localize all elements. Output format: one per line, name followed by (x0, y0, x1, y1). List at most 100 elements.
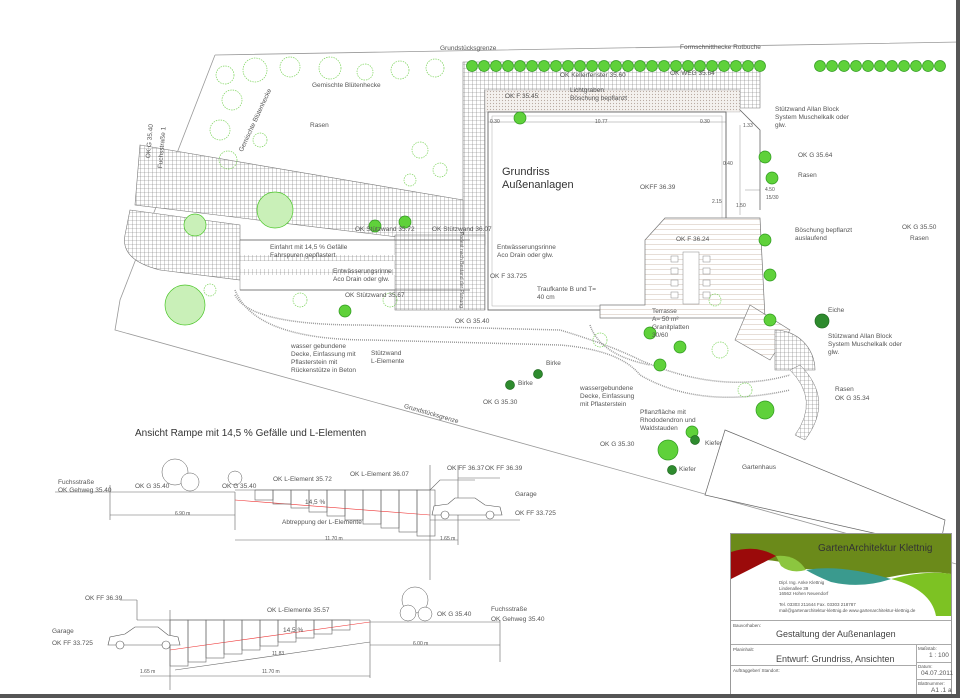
s1-slope: 14,5 % (305, 499, 326, 506)
label-garden-house: Gartenhaus (742, 464, 776, 471)
hedge-shrub-icon (874, 60, 886, 72)
label-pine-1: Kiefer (705, 440, 722, 447)
s1-dim-3: 1.65 m (440, 536, 456, 542)
hedge-shrub-icon (826, 60, 838, 72)
label-lawn-far: Rasen (910, 235, 929, 242)
label-wall-3607: OK Stützwand 36.07 (432, 226, 492, 233)
s2-dim-3: 11.70 m (262, 669, 280, 675)
l-element-step (272, 489, 292, 505)
s2-l-element: OK L-Elemente 35.57 (267, 607, 330, 614)
ramp-section-2 (120, 599, 501, 690)
s1-ff-3: OK FF 33.725 (515, 510, 556, 517)
l-element-step (187, 619, 207, 663)
hedge-shrub-icon (646, 60, 658, 72)
hedge-shrub-icon (490, 60, 502, 72)
label-okff: OKFF 36.39 (640, 184, 676, 191)
l-element-step (254, 489, 274, 501)
hedge-shrub-icon (634, 60, 646, 72)
shrub-icon (242, 57, 268, 83)
l-element-step (205, 619, 225, 659)
hedge-shrub-icon (550, 60, 562, 72)
dim-3: 0.30 (700, 119, 710, 125)
label-pine-2: Kiefer (679, 466, 696, 473)
hedge-shrub-icon (718, 60, 730, 72)
client-label: Auftraggeber/ Standort: (733, 668, 780, 673)
s1-sidewalk: OK Gehweg 35.40 (58, 487, 112, 494)
scale-value: 1 : 100 (929, 652, 949, 659)
shrub-icon (218, 150, 238, 170)
hedge-shrub-icon (622, 60, 634, 72)
s1-okg-1: OK G 35.40 (135, 483, 170, 490)
pine-tree-icon (690, 435, 700, 445)
hedge-shrub-icon (910, 60, 922, 72)
date-value: 04.07.2011 (921, 670, 954, 677)
dim-2: 10.77 (595, 119, 608, 125)
label-allan-block-2: Stützwand Allan Block System Muschelkalk… (828, 333, 903, 356)
scale-label: Maßstab: (918, 646, 937, 651)
garden-table (682, 251, 700, 305)
shrub-icon (279, 56, 301, 78)
shrub-icon (318, 56, 342, 80)
s1-dim-2: 11.70 m (325, 536, 343, 542)
shrub-icon (737, 382, 753, 398)
oak-tree-icon (814, 313, 830, 329)
label-cellar-window: OK Kellerfenster 35.60 (560, 72, 626, 79)
shrub-icon (673, 340, 687, 354)
label-okg-3530-1: OK G 35.30 (483, 399, 518, 406)
shrub-icon (356, 63, 374, 81)
label-terrace: Terrasse A= 50 m² Granitplatten 30/60 (652, 308, 690, 339)
sheet-number: A1 .1 a (931, 687, 952, 694)
s1-okg-2: OK G 35.40 (222, 483, 257, 490)
l-element-step (380, 489, 400, 529)
hedge-shrub-icon (814, 60, 826, 72)
s1-ff-2: OK FF 36.39 (485, 465, 523, 472)
hedge-shrub-icon (502, 60, 514, 72)
shrub-icon (763, 268, 777, 282)
shrub-icon (221, 89, 243, 111)
s2-ff-2: OK FF 33.725 (52, 640, 93, 647)
label-eaves: Traufkante B und T= 40 cm (537, 286, 597, 301)
ramp-paving (394, 234, 486, 311)
label-okf-3624: OK F 36.24 (676, 236, 710, 243)
shrub-icon (643, 326, 657, 340)
project-cell: Bauvorhaben: (731, 620, 951, 645)
hedge-shrub-icon (682, 60, 694, 72)
label-flower-hedge: Gemischte Blütenhecke (312, 82, 381, 89)
hedge-shrub-icon (478, 60, 490, 72)
trees (164, 56, 946, 475)
sheet-label: Blattnummer: (918, 681, 945, 686)
s1-l-element-2: OK L-Element 36.07 (350, 471, 409, 478)
label-okf-1: OK F 35.45 (505, 93, 539, 100)
s1-stepping: Abtreppung der L-Elemente (282, 519, 362, 526)
dim-4: 1.33 (743, 123, 753, 129)
car-icon-2 (107, 626, 181, 650)
hedge-shrub-icon (538, 60, 550, 72)
hedge-shrub-icon (922, 60, 934, 72)
dim-6: 1.50 (736, 203, 746, 209)
paving-path-east (789, 364, 819, 441)
shrub-icon (758, 233, 772, 247)
s2-okg: OK G 35.40 (437, 611, 472, 618)
plan-content: Entwurf: Grundriss, Ansichten (776, 654, 895, 664)
shrub-icon (657, 439, 679, 461)
tree-icon (183, 213, 207, 237)
hedge-shrub-icon (886, 60, 898, 72)
hedge-shrub-icon (562, 60, 574, 72)
l-element-step (223, 619, 243, 655)
company-contact: Tel. 03303 211644 Fax. 03303 218787 mail… (779, 602, 916, 613)
label-planting-area: Pflanzfläche mit Rhododendron und Waldst… (640, 409, 696, 432)
l-element-step (259, 619, 279, 647)
hedge-shrub-icon (694, 60, 706, 72)
l-element-step (313, 619, 333, 635)
label-wall-3572: OK Stützwand 35.72 (355, 226, 415, 233)
label-podest: Podest nach Bestand der Planung (458, 232, 464, 308)
hedge-shrub-icon (850, 60, 862, 72)
hedge-shrub-icon (706, 60, 718, 72)
label-okg-3550: OK G 35.50 (902, 224, 937, 231)
project-name: Gestaltung der Außenanlagen (776, 629, 896, 639)
round-paving (774, 329, 816, 371)
shrub-icon (708, 293, 722, 307)
content-cell: Planinhalt: (731, 644, 951, 665)
